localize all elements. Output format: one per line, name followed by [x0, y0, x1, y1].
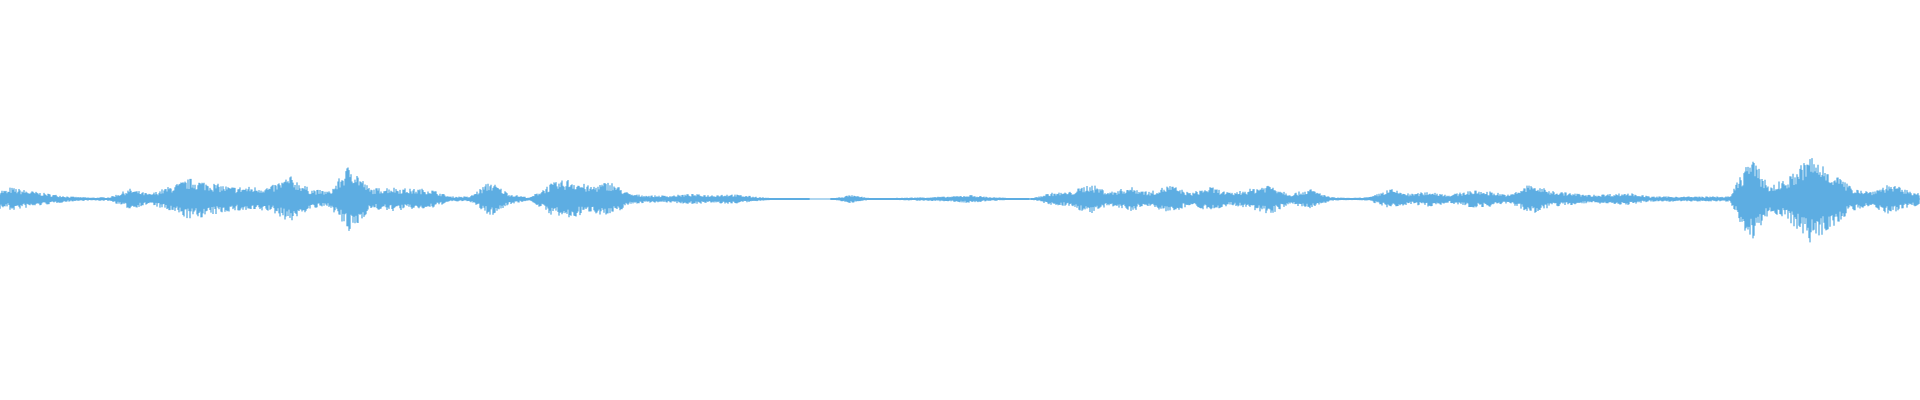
audio-waveform[interactable]	[0, 0, 1920, 400]
